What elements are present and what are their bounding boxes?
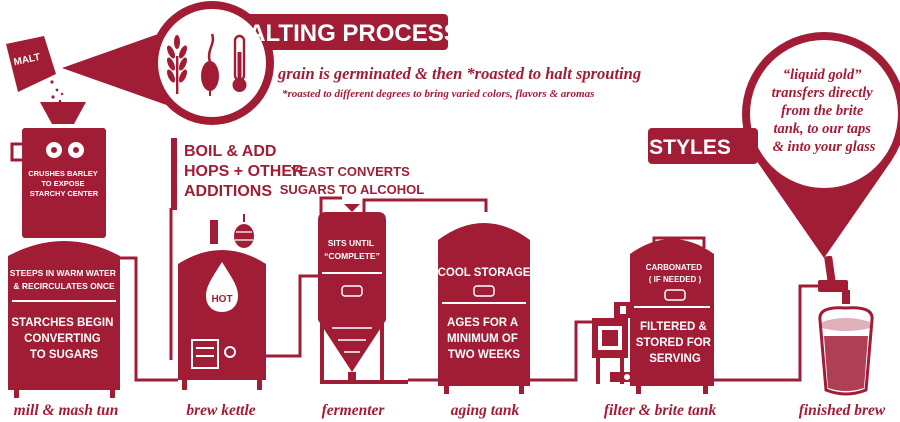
fermenter-tank-text: SITS UNTIL “COMPLETE” [324,238,380,261]
malting-line-2: *roasted to different degrees to bring v… [282,88,594,100]
pipe-fermenter-to-aging [362,198,488,214]
mash-line: TO SUGARS [30,349,98,361]
fermenter-heading-line: YEAST CONVERTS [291,164,411,179]
mash-line: STARCHES BEGIN [11,317,113,329]
label-mill-mash-tun: mill & mash tun [14,402,119,419]
brite-top-text: CARBONATED ( IF NEEDED ) [646,263,705,284]
aging-line: MINIMUM OF [447,333,518,345]
mill-line: STARCHY CENTER [30,189,99,198]
pipe-mash-to-kettle [118,256,178,382]
pipe-aging-to-filter [528,320,600,382]
beer-glass-icon [818,306,874,396]
brew-kettle: BOIL & ADD HOPS + OTHER ADDITIONS HOT [171,138,308,390]
pipe-fermenter-left [319,196,342,214]
beer-tap [818,255,850,304]
pipe-kettle-to-fermenter [266,274,318,358]
styles-label: STYLES [649,136,731,159]
aging-line: TWO WEEKS [448,349,521,361]
label-aging-tank: aging tank [451,402,520,419]
steep-line: & RECIRCULATES ONCE [13,281,115,291]
thermometer-icon [232,34,247,92]
brite-line: FILTERED & [640,321,707,333]
styles-line: tank, to our taps [773,121,871,137]
malting-title: MALTING PROCESS [228,20,460,47]
filter-and-brite-tank: CARBONATED ( IF NEEDED ) FILTERED & STOR… [592,239,714,394]
kettle-heading-line: BOIL & ADD [184,143,276,160]
sprout-icon [201,33,219,96]
malt-bag: MALT [6,36,64,108]
mill-text: CRUSHES BARLEY TO EXPOSE STARCHY CENTER [28,169,100,198]
styles-callout: STYLES “liquid gold” transfers directly … [648,32,900,258]
fermenter-line: “COMPLETE” [324,251,380,261]
mash-line: CONVERTING [24,333,101,345]
aging-tank: (COOL STORAGE) AGES FOR A MINIMUM OF TWO… [434,223,535,394]
malt-bag-label: MALT [13,52,42,68]
mill-line: CRUSHES BARLEY [28,169,98,178]
hop-icon [234,214,254,248]
steep-line: STEEPS IN WARM WATER [10,268,116,278]
styles-line: & into your glass [773,139,876,155]
fermenter-heading: YEAST CONVERTS SUGARS TO ALCOHOL [280,164,425,197]
styles-line: from the brite [781,103,864,119]
styles-line: “liquid gold” [783,67,862,83]
mill-line: TO EXPOSE [41,179,84,188]
mill-and-mash-tun: CRUSHES BARLEY TO EXPOSE STARCHY CENTER … [8,102,120,398]
fermenter-heading-line: SUGARS TO ALCOHOL [280,182,425,197]
kettle-heading-line: ADDITIONS [184,183,272,200]
label-fermenter: fermenter [322,402,386,419]
kettle-piping [191,339,236,369]
styles-line: transfers directly [772,85,874,101]
mash-steep-text: STEEPS IN WARM WATER & RECIRCULATES ONCE [10,268,118,291]
stage-labels: mill & mash tun brew kettle fermenter ag… [14,402,886,419]
pipe-brite-to-tap [712,284,822,382]
kettle-heading-line: HOPS + OTHER [184,163,304,180]
brite-top-line: CARBONATED [646,263,703,272]
brite-line: SERVING [649,353,701,365]
aging-top-text: (COOL STORAGE) [434,267,535,279]
kettle-bar [171,138,177,210]
fermenter-line: SITS UNTIL [328,238,374,248]
malting-line-1: grain is germinated & then *roasted to h… [277,64,641,83]
aging-main-text: AGES FOR A MINIMUM OF TWO WEEKS [447,317,521,361]
mash-main-text: STARCHES BEGIN CONVERTING TO SUGARS [11,317,116,361]
label-brew-kettle: brew kettle [186,402,255,419]
fermenter: YEAST CONVERTS SUGARS TO ALCOHOL SITS UN… [280,164,425,384]
styles-bubble-text: “liquid gold” transfers directly from th… [772,67,877,155]
kettle-hot-label: HOT [211,294,232,305]
wheat-icon [166,35,188,94]
label-finished-brew: finished brew [799,402,886,419]
finished-brew [818,255,874,396]
aging-line: AGES FOR A [447,317,518,329]
brite-line: STORED FOR [636,337,712,349]
pipes [118,196,822,382]
brite-main-text: FILTERED & STORED FOR SERVING [636,321,714,365]
kettle-heading: BOIL & ADD HOPS + OTHER ADDITIONS [184,143,308,200]
brite-top-line: ( IF NEEDED ) [649,275,702,284]
label-filter-brite-tank: filter & brite tank [604,402,717,419]
malting-process-callout: MALTING PROCESS grain is germinated & th… [62,1,641,125]
